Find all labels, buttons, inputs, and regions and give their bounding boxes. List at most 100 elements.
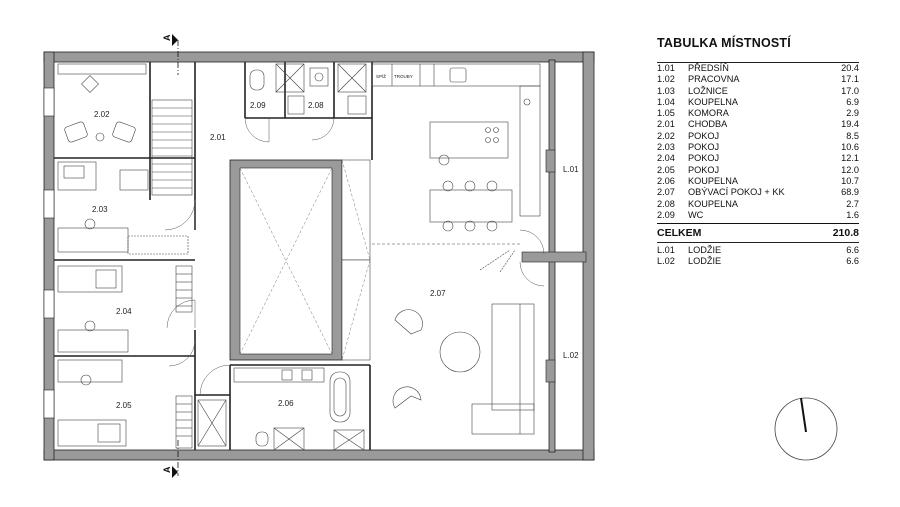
room-code: 2.02 [657,130,675,141]
room-area: 20.4 [841,63,859,73]
room-area: 12.1 [841,153,859,164]
room-name: KOUPELNA [688,96,739,107]
window-openings [43,87,55,419]
total-label: CELKEM [657,227,702,240]
room-203-furniture [57,161,189,255]
room-name: LODŽIE [688,245,722,256]
staircase [151,99,193,196]
table-row: 2.02 POKOJ 8.5 [657,131,859,142]
room-code: 1.04 [657,96,675,107]
door-swings [164,117,545,396]
table-row: 1.04 KOUPELNA 6.9 [657,97,859,108]
room-code: 2.05 [657,164,675,175]
room-code: 2.07 [657,187,675,198]
living-room-furniture [372,243,535,435]
room-name: KOUPELNA [688,175,739,186]
compass-circle [774,397,838,461]
room-label-206: 2.06 [278,399,294,408]
room-code: L.02 [657,256,675,267]
room-205-furniture [57,359,193,449]
room-name: POKOJ [688,153,720,164]
total-rule [657,223,859,225]
room-area: 6.6 [846,245,859,256]
room-label-l02: L.02 [563,351,579,360]
bathroom-206-fixtures [233,367,365,451]
room-area: 6.9 [846,96,859,107]
room-name: KOMORA [688,108,729,119]
room-area: 68.9 [841,187,859,198]
room-label-201: 2.01 [210,133,226,142]
room-name: LOŽNICE [688,85,728,96]
room-area: 2.9 [846,108,859,119]
room-code: 2.03 [657,142,675,153]
room-area: 17.1 [841,74,859,85]
room-code: 1.03 [657,85,675,96]
room-area: 8.5 [846,130,859,141]
svg-text:A: A [162,466,172,473]
room-name: POKOJ [688,142,720,153]
total-area: 210.8 [832,227,859,240]
room-name: POKOJ [688,130,720,141]
table-row: 2.06 KOUPELNA 10.7 [657,176,859,187]
room-area: 19.4 [841,119,859,130]
room-area: 10.6 [841,142,859,153]
room-202-furniture [57,63,147,143]
floor-plan: SPÍŽ TROUBY A A [43,34,595,478]
room-name: PRACOVNA [688,74,740,85]
room-label-207: 2.07 [430,289,446,298]
room-label-209: 2.09 [250,101,266,110]
room-rows: 1.01 PŘEDSÍŇ 20.4 1.02 PRACOVNA 17.1 1.03 LOŽNI… [657,63,859,221]
room-code: 1.01 [657,63,675,73]
room-area: 1.6 [846,209,859,220]
room-name: KOUPELNA [688,198,739,209]
room-name: CHODBA [688,119,728,130]
room-name: WC [688,209,704,220]
room-label-205: 2.05 [116,401,132,410]
room-code: 1.02 [657,74,675,85]
fridge-label: SPÍŽ [376,72,386,79]
table-row: 1.05 KOMORA 2.9 [657,108,859,119]
kitchen [371,63,541,232]
table-row: 2.01 CHODBA 19.4 [657,119,859,130]
section-mark-top: A [162,34,179,75]
table-row: 2.04 POKOJ 12.1 [657,153,859,164]
room-table: TABULKA MÍSTNOSTÍ 1.01 PŘEDSÍŇ 20.4 1.02 PRA… [657,36,859,268]
section-mark-bottom: A [162,440,179,478]
room-name: POKOJ [688,164,720,175]
table-row: 1.02 PRACOVNA 17.1 [657,74,859,85]
room-area: 10.7 [841,175,859,186]
loggia-rule [657,242,859,244]
room-code: 2.08 [657,198,675,209]
room-code: 2.06 [657,175,675,186]
top-bathrooms [249,63,367,115]
room-label-208: 2.08 [308,101,324,110]
room-code: 2.04 [657,153,675,164]
room-label-l01: L.01 [563,165,579,174]
table-row: 1.01 PŘEDSÍŇ 20.4 [657,63,859,74]
room-label-203: 2.03 [92,205,108,214]
room-label-204: 2.04 [116,307,132,316]
room-area: 17.0 [841,85,859,96]
room-name: LODŽIE [688,256,722,267]
room-name: PŘEDSÍŇ [688,63,729,73]
central-core [229,159,371,361]
room-204-furniture [57,265,193,353]
room-code: 2.09 [657,209,675,220]
loggia-piers [521,149,587,383]
room-code: 1.05 [657,108,675,119]
ovens-label: TROUBY [394,74,413,79]
room-label-202: 2.02 [94,110,110,119]
svg-text:A: A [162,34,172,41]
compass-needle [800,397,807,433]
table-row: 1.03 LOŽNICE 17.0 [657,86,859,97]
north-arrow [774,397,838,461]
table-row: 2.03 POKOJ 10.6 [657,142,859,153]
room-code: 2.01 [657,119,675,130]
table-title: TABULKA MÍSTNOSTÍ [657,36,791,50]
